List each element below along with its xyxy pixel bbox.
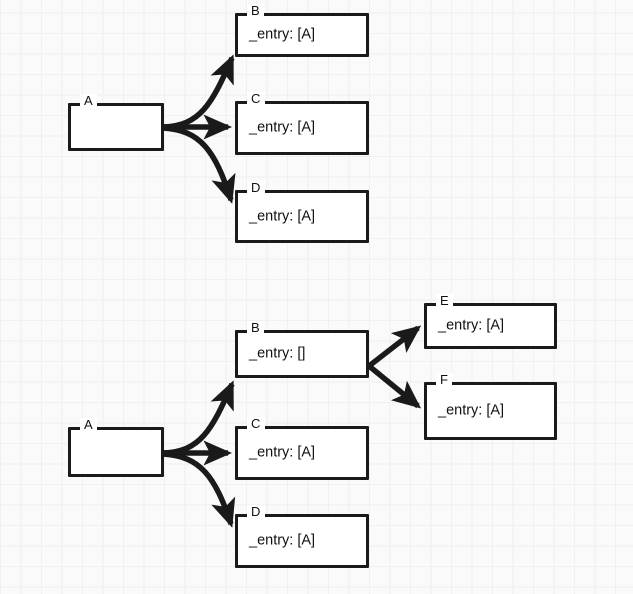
node-label: C xyxy=(247,417,265,430)
node-body: _entry: [A] xyxy=(249,208,316,224)
node-body: _entry: [A] xyxy=(249,444,316,461)
edge-top-a-to-b xyxy=(162,54,235,130)
edge-bottom-a-to-b xyxy=(162,380,235,456)
node-body: _entry: [A] xyxy=(249,119,316,136)
edge-bottom-b-to-f xyxy=(367,363,422,409)
node-label: B xyxy=(247,4,264,17)
node-label: F xyxy=(436,373,453,386)
node-label: A xyxy=(80,418,97,431)
node-a-bottom[interactable]: A xyxy=(68,418,164,477)
node-c-top[interactable]: C _entry: [A] xyxy=(235,92,369,155)
node-body: _entry: [] xyxy=(249,345,306,362)
node-label: D xyxy=(247,505,265,518)
node-label: E xyxy=(436,294,453,307)
node-b-top[interactable]: B _entry: [A] xyxy=(235,4,369,57)
node-body: _entry: [A] xyxy=(438,402,505,419)
edge-top-a-to-d xyxy=(162,125,236,204)
node-label: A xyxy=(80,94,97,107)
edge-bottom-b-to-e xyxy=(367,325,422,369)
node-body: _entry: [A] xyxy=(249,26,316,43)
node-label: C xyxy=(247,92,265,105)
node-d-bottom[interactable]: D _entry: [A] xyxy=(235,505,369,568)
node-label: D xyxy=(247,181,265,194)
node-e-bottom[interactable]: E _entry: [A] xyxy=(424,294,557,349)
node-f-bottom[interactable]: F _entry: [A] xyxy=(424,373,557,440)
node-c-bottom[interactable]: C _entry: [A] xyxy=(235,417,369,480)
edge-bottom-a-to-d xyxy=(162,451,236,528)
node-body: _entry: [A] xyxy=(438,317,505,334)
node-body: _entry: [A] xyxy=(249,532,316,549)
node-b-bottom[interactable]: B _entry: [] xyxy=(235,321,369,378)
node-label: B xyxy=(247,321,264,334)
node-a-top[interactable]: A xyxy=(68,94,164,151)
node-d-top[interactable]: D _entry: [A] xyxy=(235,181,369,243)
